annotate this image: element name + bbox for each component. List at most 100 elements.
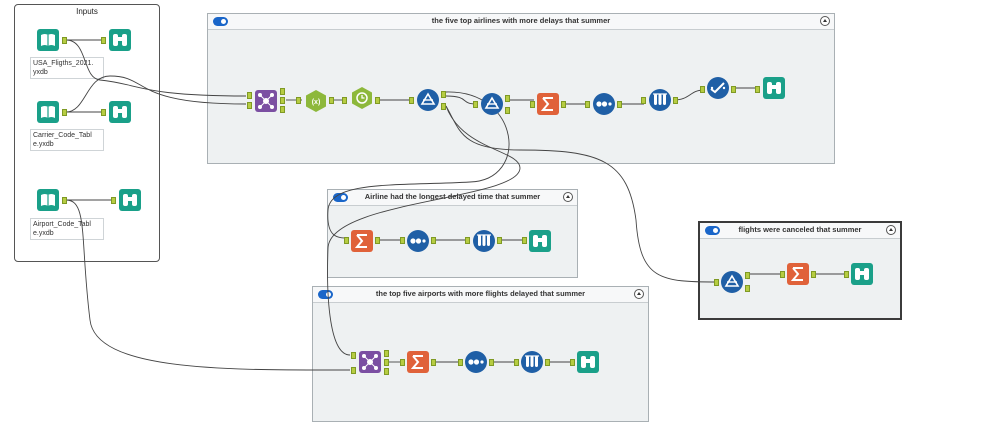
container-title: flights were canceled that summer: [738, 225, 862, 234]
sort-tool[interactable]: [648, 88, 672, 112]
sigma-icon: [537, 93, 559, 115]
input-anchor[interactable]: [409, 97, 414, 104]
input-anchor[interactable]: [700, 86, 705, 93]
unique-tool[interactable]: [464, 350, 488, 374]
browse-tool[interactable]: [576, 350, 600, 374]
filter-true-anchor[interactable]: [505, 95, 510, 102]
input-anchor[interactable]: [514, 359, 519, 366]
filter-tool[interactable]: [720, 270, 744, 294]
input-label-line1: USA_Fligths_2021.: [33, 60, 94, 67]
output-anchor[interactable]: [329, 97, 334, 104]
output-anchor[interactable]: [673, 97, 678, 104]
browse-tool[interactable]: [850, 262, 874, 286]
input-anchor[interactable]: [641, 97, 646, 104]
container-top-airlines[interactable]: the five top airlines with more delays t…: [207, 13, 835, 164]
join-left-input-anchor[interactable]: [351, 352, 356, 359]
input-anchor[interactable]: [522, 237, 527, 244]
collapse-icon[interactable]: [886, 225, 896, 235]
summarize-tool[interactable]: [786, 262, 810, 286]
join-join-output-anchor[interactable]: [280, 97, 285, 104]
formula-icon: (x): [306, 90, 326, 112]
join-icon: [359, 351, 381, 373]
input-data-tool-airport-code[interactable]: [36, 188, 60, 212]
formula-tool[interactable]: (x): [304, 89, 328, 113]
filter-false-anchor[interactable]: [745, 285, 750, 292]
input-anchor[interactable]: [780, 271, 785, 278]
input-anchor[interactable]: [755, 86, 760, 93]
output-anchor[interactable]: [489, 359, 494, 366]
output-anchor[interactable]: [62, 197, 67, 204]
input-anchor[interactable]: [585, 101, 590, 108]
collapse-icon[interactable]: [820, 16, 830, 26]
binoculars-icon: [529, 230, 551, 252]
unique-tool[interactable]: [592, 92, 616, 116]
output-anchor[interactable]: [497, 237, 502, 244]
browse-tool[interactable]: [118, 188, 142, 212]
output-anchor[interactable]: [431, 359, 436, 366]
output-anchor[interactable]: [617, 101, 622, 108]
input-anchor[interactable]: [473, 101, 478, 108]
join-right-input-anchor[interactable]: [351, 367, 356, 374]
join-left-input-anchor[interactable]: [247, 92, 252, 99]
output-anchor[interactable]: [811, 271, 816, 278]
input-anchor[interactable]: [458, 359, 463, 366]
input-anchor[interactable]: [101, 109, 106, 116]
join-right-output-anchor[interactable]: [384, 368, 389, 375]
browse-tool[interactable]: [762, 76, 786, 100]
collapse-icon[interactable]: [634, 289, 644, 299]
filter-true-anchor[interactable]: [441, 91, 446, 98]
output-anchor[interactable]: [431, 237, 436, 244]
output-anchor[interactable]: [62, 37, 67, 44]
inputs-title: Inputs: [76, 7, 98, 16]
input-data-tool-usa-flights[interactable]: [36, 28, 60, 52]
input-anchor[interactable]: [342, 97, 347, 104]
join-left-output-anchor[interactable]: [280, 88, 285, 95]
input-anchor[interactable]: [101, 37, 106, 44]
collapse-icon[interactable]: [563, 192, 573, 202]
filter-icon: [721, 271, 743, 293]
filter-tool[interactable]: [416, 88, 440, 112]
output-anchor[interactable]: [561, 101, 566, 108]
select-records-tool[interactable]: [706, 76, 730, 100]
toggle-switch[interactable]: [213, 17, 228, 26]
sort-tool[interactable]: [472, 229, 496, 253]
summarize-tool[interactable]: [536, 92, 560, 116]
join-join-output-anchor[interactable]: [384, 359, 389, 366]
input-anchor[interactable]: [344, 237, 349, 244]
filter-tool[interactable]: [480, 92, 504, 116]
input-label-line1: Airport_Code_Tabl: [33, 221, 91, 228]
output-anchor[interactable]: [62, 109, 67, 116]
summarize-tool[interactable]: [406, 350, 430, 374]
output-anchor[interactable]: [545, 359, 550, 366]
input-data-tool-carrier-code[interactable]: [36, 100, 60, 124]
join-right-output-anchor[interactable]: [280, 106, 285, 113]
join-left-output-anchor[interactable]: [384, 350, 389, 357]
input-anchor[interactable]: [111, 197, 116, 204]
output-anchor[interactable]: [375, 97, 380, 104]
datetime-tool[interactable]: [350, 86, 374, 110]
browse-tool[interactable]: [528, 229, 552, 253]
filter-true-anchor[interactable]: [745, 272, 750, 279]
join-tool[interactable]: [358, 350, 382, 374]
output-anchor[interactable]: [731, 86, 736, 93]
browse-tool[interactable]: [108, 100, 132, 124]
sort-tool[interactable]: [520, 350, 544, 374]
input-anchor[interactable]: [570, 359, 575, 366]
test-tubes-icon: [473, 230, 495, 252]
input-anchor[interactable]: [530, 101, 535, 108]
join-right-input-anchor[interactable]: [247, 102, 252, 109]
input-anchor[interactable]: [844, 271, 849, 278]
input-anchor[interactable]: [296, 97, 301, 104]
summarize-tool[interactable]: [350, 229, 374, 253]
unique-tool[interactable]: [406, 229, 430, 253]
input-anchor[interactable]: [465, 237, 470, 244]
browse-tool[interactable]: [108, 28, 132, 52]
join-tool[interactable]: [254, 89, 278, 113]
input-anchor[interactable]: [714, 279, 719, 286]
input-anchor[interactable]: [400, 237, 405, 244]
filter-false-anchor[interactable]: [505, 107, 510, 114]
filter-false-anchor[interactable]: [441, 103, 446, 110]
input-anchor[interactable]: [400, 359, 405, 366]
output-anchor[interactable]: [375, 237, 380, 244]
